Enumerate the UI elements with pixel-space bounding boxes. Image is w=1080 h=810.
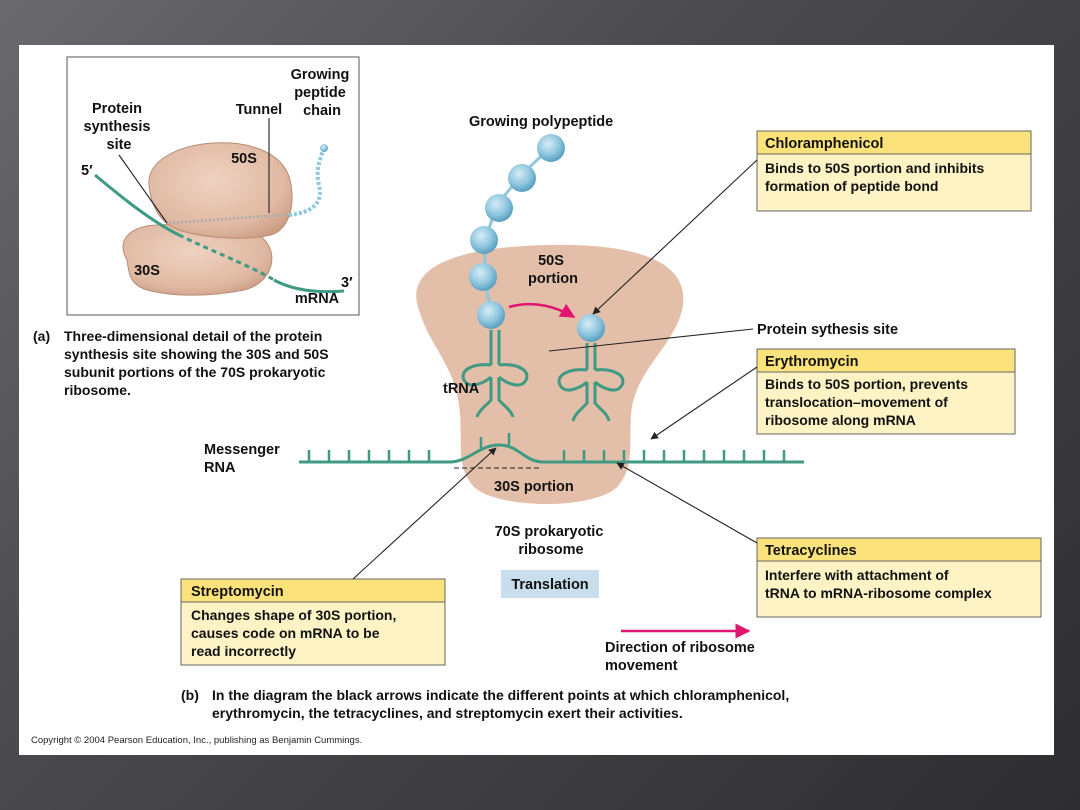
inset-panel: Growing peptide chain Tunnel Protein syn…: [66, 56, 360, 316]
translation-badge-bg: [501, 570, 599, 598]
inset-label-tunnel: Tunnel: [236, 102, 282, 118]
trna-left: [461, 330, 529, 418]
label-70s-ribosome: 70S prokaryotic ribosome: [495, 524, 608, 558]
main-mrna: [299, 433, 804, 469]
caption-b-text: In the diagram the black arrows indicate…: [212, 687, 793, 721]
label-protein-synthesis-site: Protein sythesis site: [757, 322, 898, 338]
label-translation: Translation: [511, 577, 588, 593]
antibiotic-ribosome-diagram: Growing peptide chain Tunnel Protein syn…: [31, 56, 1042, 746]
inset-label-protein-synthesis-site: Protein synthesis site: [84, 101, 155, 153]
box-erythromycin: Erythromycin Binds to 50S portion, preve…: [756, 348, 1016, 435]
label-trna: tRNA: [443, 381, 480, 397]
arrow-chloramphenicol: [592, 159, 758, 315]
streptomycin-desc: Changes shape of 30S portion, causes cod…: [191, 607, 400, 659]
box-erythromycin-body: [756, 371, 1016, 435]
box-tetracyclines-body: [756, 560, 1042, 618]
label-messenger-rna: Messenger RNA: [204, 442, 284, 476]
erythromycin-desc: Binds to 50S portion, prevents transloca…: [765, 376, 972, 428]
box-streptomycin-body: [180, 601, 446, 666]
tetracyclines-name: Tetracyclines: [765, 543, 857, 559]
inset-peptide-end: [320, 144, 328, 152]
amino-acid-bead: [470, 226, 498, 254]
caption-a-text: Three-dimensional detail of the protein …: [64, 328, 332, 398]
inset-mrna-strand: [94, 173, 180, 237]
inset-label-50s: 50S: [231, 151, 257, 167]
slide: Growing peptide chain Tunnel Protein syn…: [19, 45, 1054, 755]
amino-acid-bead: [469, 263, 497, 291]
inset-30s-subunit: [122, 223, 273, 296]
caption-a: (a): [33, 328, 50, 344]
inset-pointer-site: [118, 154, 168, 224]
amino-acid-bead: [485, 194, 513, 222]
label-direction: Direction of ribosome movement: [605, 640, 759, 674]
label-30s-portion: 30S portion: [494, 479, 574, 495]
box-tetracyclines: Tetracyclines Interfere with attachment …: [756, 537, 1042, 618]
pointer-protein-synthesis-site: [548, 328, 754, 352]
caption-b-letter: (b): [181, 687, 199, 703]
label-growing-polypeptide: Growing polypeptide: [469, 114, 613, 130]
inset-tunnel: [168, 213, 290, 225]
inset-label-3prime: 3′: [341, 275, 353, 291]
growing-polypeptide: [469, 134, 605, 342]
streptomycin-name: Streptomycin: [191, 584, 284, 600]
trna-right: [557, 343, 625, 422]
inset-peptide-chain: [288, 146, 326, 217]
inset-mrna-hidden: [178, 233, 275, 282]
inset-label-5prime: 5′: [81, 163, 93, 179]
arrow-streptomycin: [352, 447, 497, 580]
amino-acid-bead: [508, 164, 536, 192]
chloramphenicol-name: Chloramphenicol: [765, 136, 883, 152]
inset-label-mrna: mRNA: [295, 291, 340, 307]
box-chloramphenicol-body: [756, 153, 1032, 212]
tetracyclines-desc: Interfere with attachment of tRNA to mRN…: [765, 567, 992, 601]
label-50s-portion: 50S portion: [528, 253, 578, 287]
inset-50s-subunit: [148, 142, 293, 239]
peptide-transfer-arrow: [508, 303, 576, 319]
box-chloramphenicol: Chloramphenicol Binds to 50S portion and…: [756, 130, 1032, 212]
incoming-amino-acid: [577, 314, 605, 342]
amino-acid-bead: [477, 301, 505, 329]
arrow-erythromycin: [650, 366, 758, 440]
box-streptomycin: Streptomycin Changes shape of 30S portio…: [180, 578, 446, 666]
erythromycin-name: Erythromycin: [765, 354, 858, 370]
inset-label-growing: Growing peptide chain: [291, 67, 354, 119]
chloramphenicol-desc: Binds to 50S portion and inhibits format…: [765, 160, 988, 194]
amino-acid-bead: [537, 134, 565, 162]
copyright: Copyright © 2004 Pearson Education, Inc.…: [31, 735, 362, 746]
inset-mrna-exit: [273, 278, 345, 294]
arrow-tetracyclines: [616, 462, 758, 544]
inset-label-30s: 30S: [134, 263, 160, 279]
